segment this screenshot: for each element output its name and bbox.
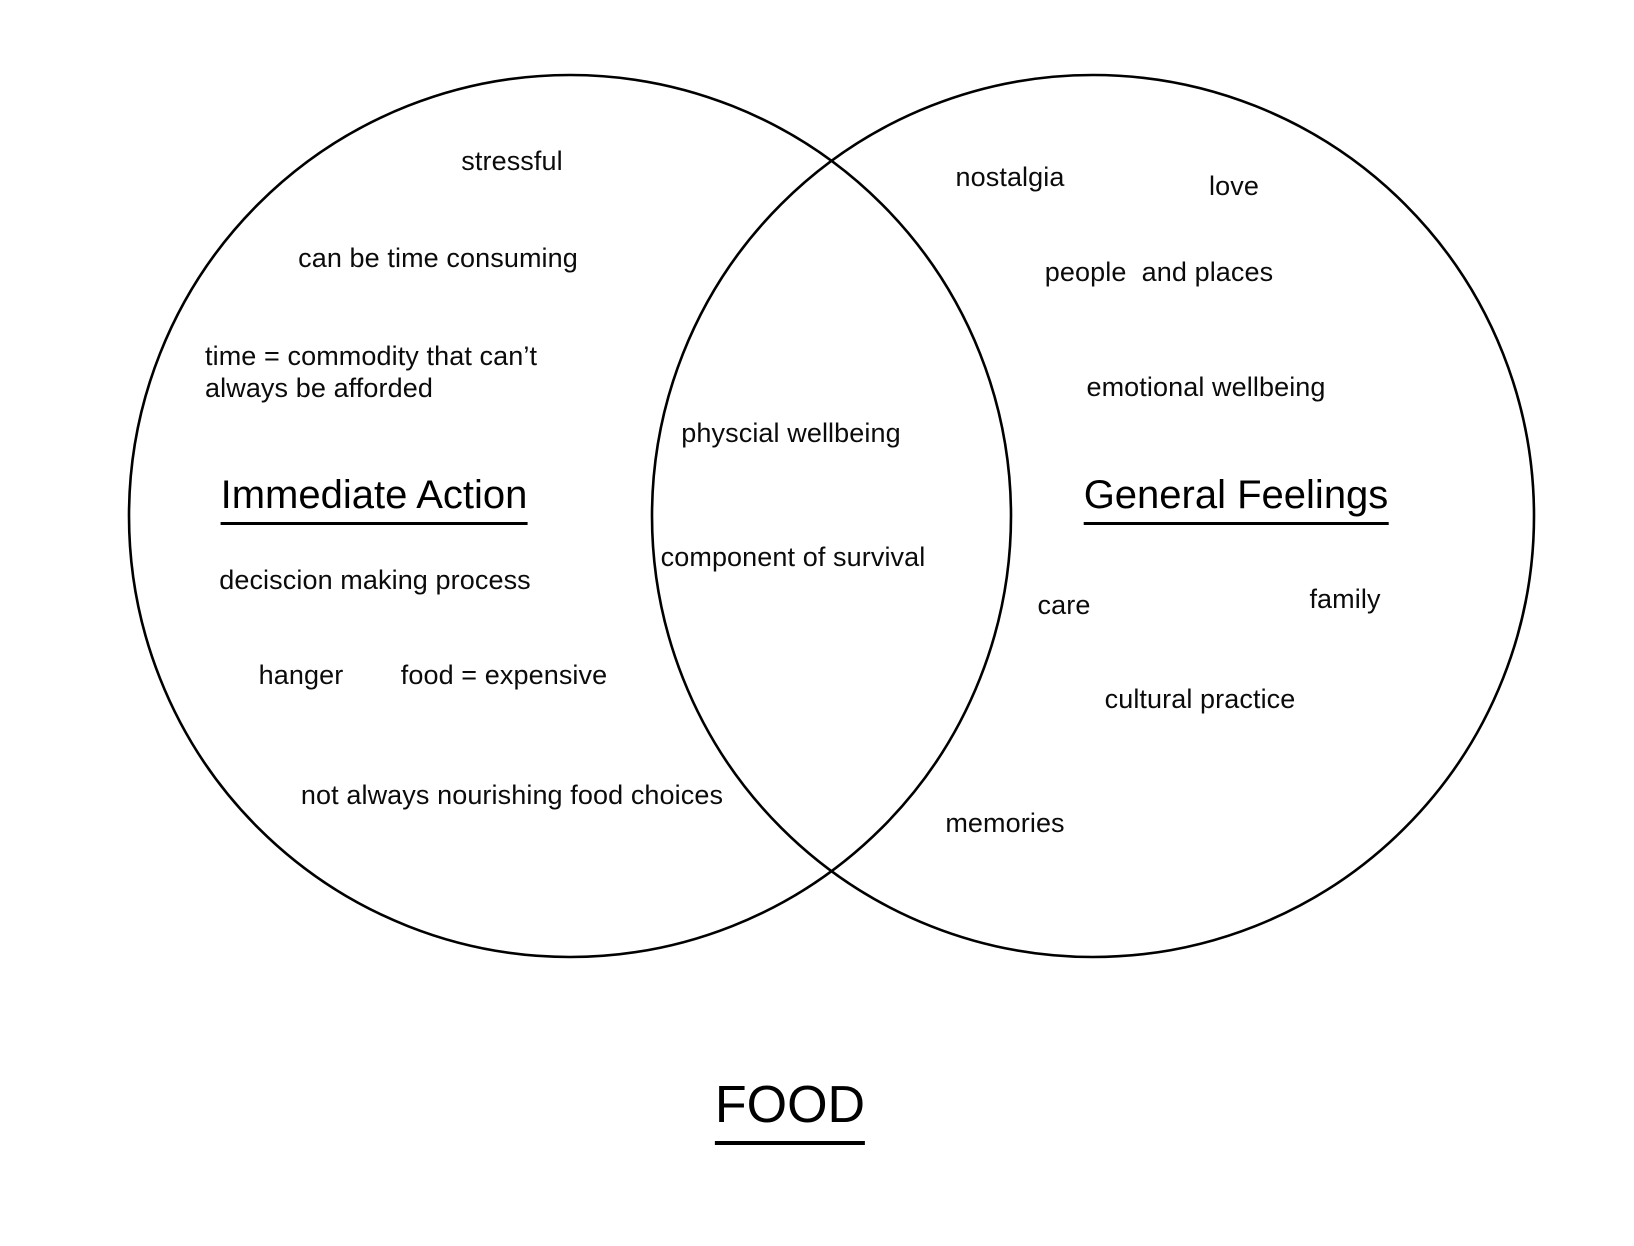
right-item-memories: memories <box>945 808 1065 838</box>
left-item-time-consuming: can be time consuming <box>298 243 578 273</box>
right-set-circle <box>650 73 1536 959</box>
right-item-family: family <box>1309 584 1381 614</box>
right-set-title: General Feelings <box>1083 473 1389 525</box>
left-item-hanger: hanger <box>258 660 344 690</box>
right-item-cultural-practice: cultural practice <box>1104 684 1296 714</box>
diagram-title: FOOD <box>714 1076 866 1146</box>
left-item-commodity-line1: time = commodity that can’t <box>205 341 538 371</box>
left-item-stressful: stressful <box>461 146 563 176</box>
left-set-title: Immediate Action <box>220 473 528 525</box>
left-item-decision-making: deciscion making process <box>219 565 531 595</box>
right-item-emotional-wellbeing: emotional wellbeing <box>1086 372 1326 402</box>
left-item-nourishing-choices: not always nourishing food choices <box>300 780 724 810</box>
left-item-food-expensive: food = expensive <box>400 660 608 690</box>
left-item-commodity-line2: always be afforded <box>205 373 433 403</box>
left-set-circle <box>127 73 1013 959</box>
right-item-people-and-places: people and places <box>1044 257 1274 287</box>
overlap-item-component-survival: component of survival <box>660 542 926 572</box>
overlap-item-physical-wellbeing: physcial wellbeing <box>681 418 901 448</box>
right-item-care: care <box>1037 590 1091 620</box>
right-item-love: love <box>1209 171 1259 201</box>
right-item-nostalgia: nostalgia <box>955 162 1065 192</box>
